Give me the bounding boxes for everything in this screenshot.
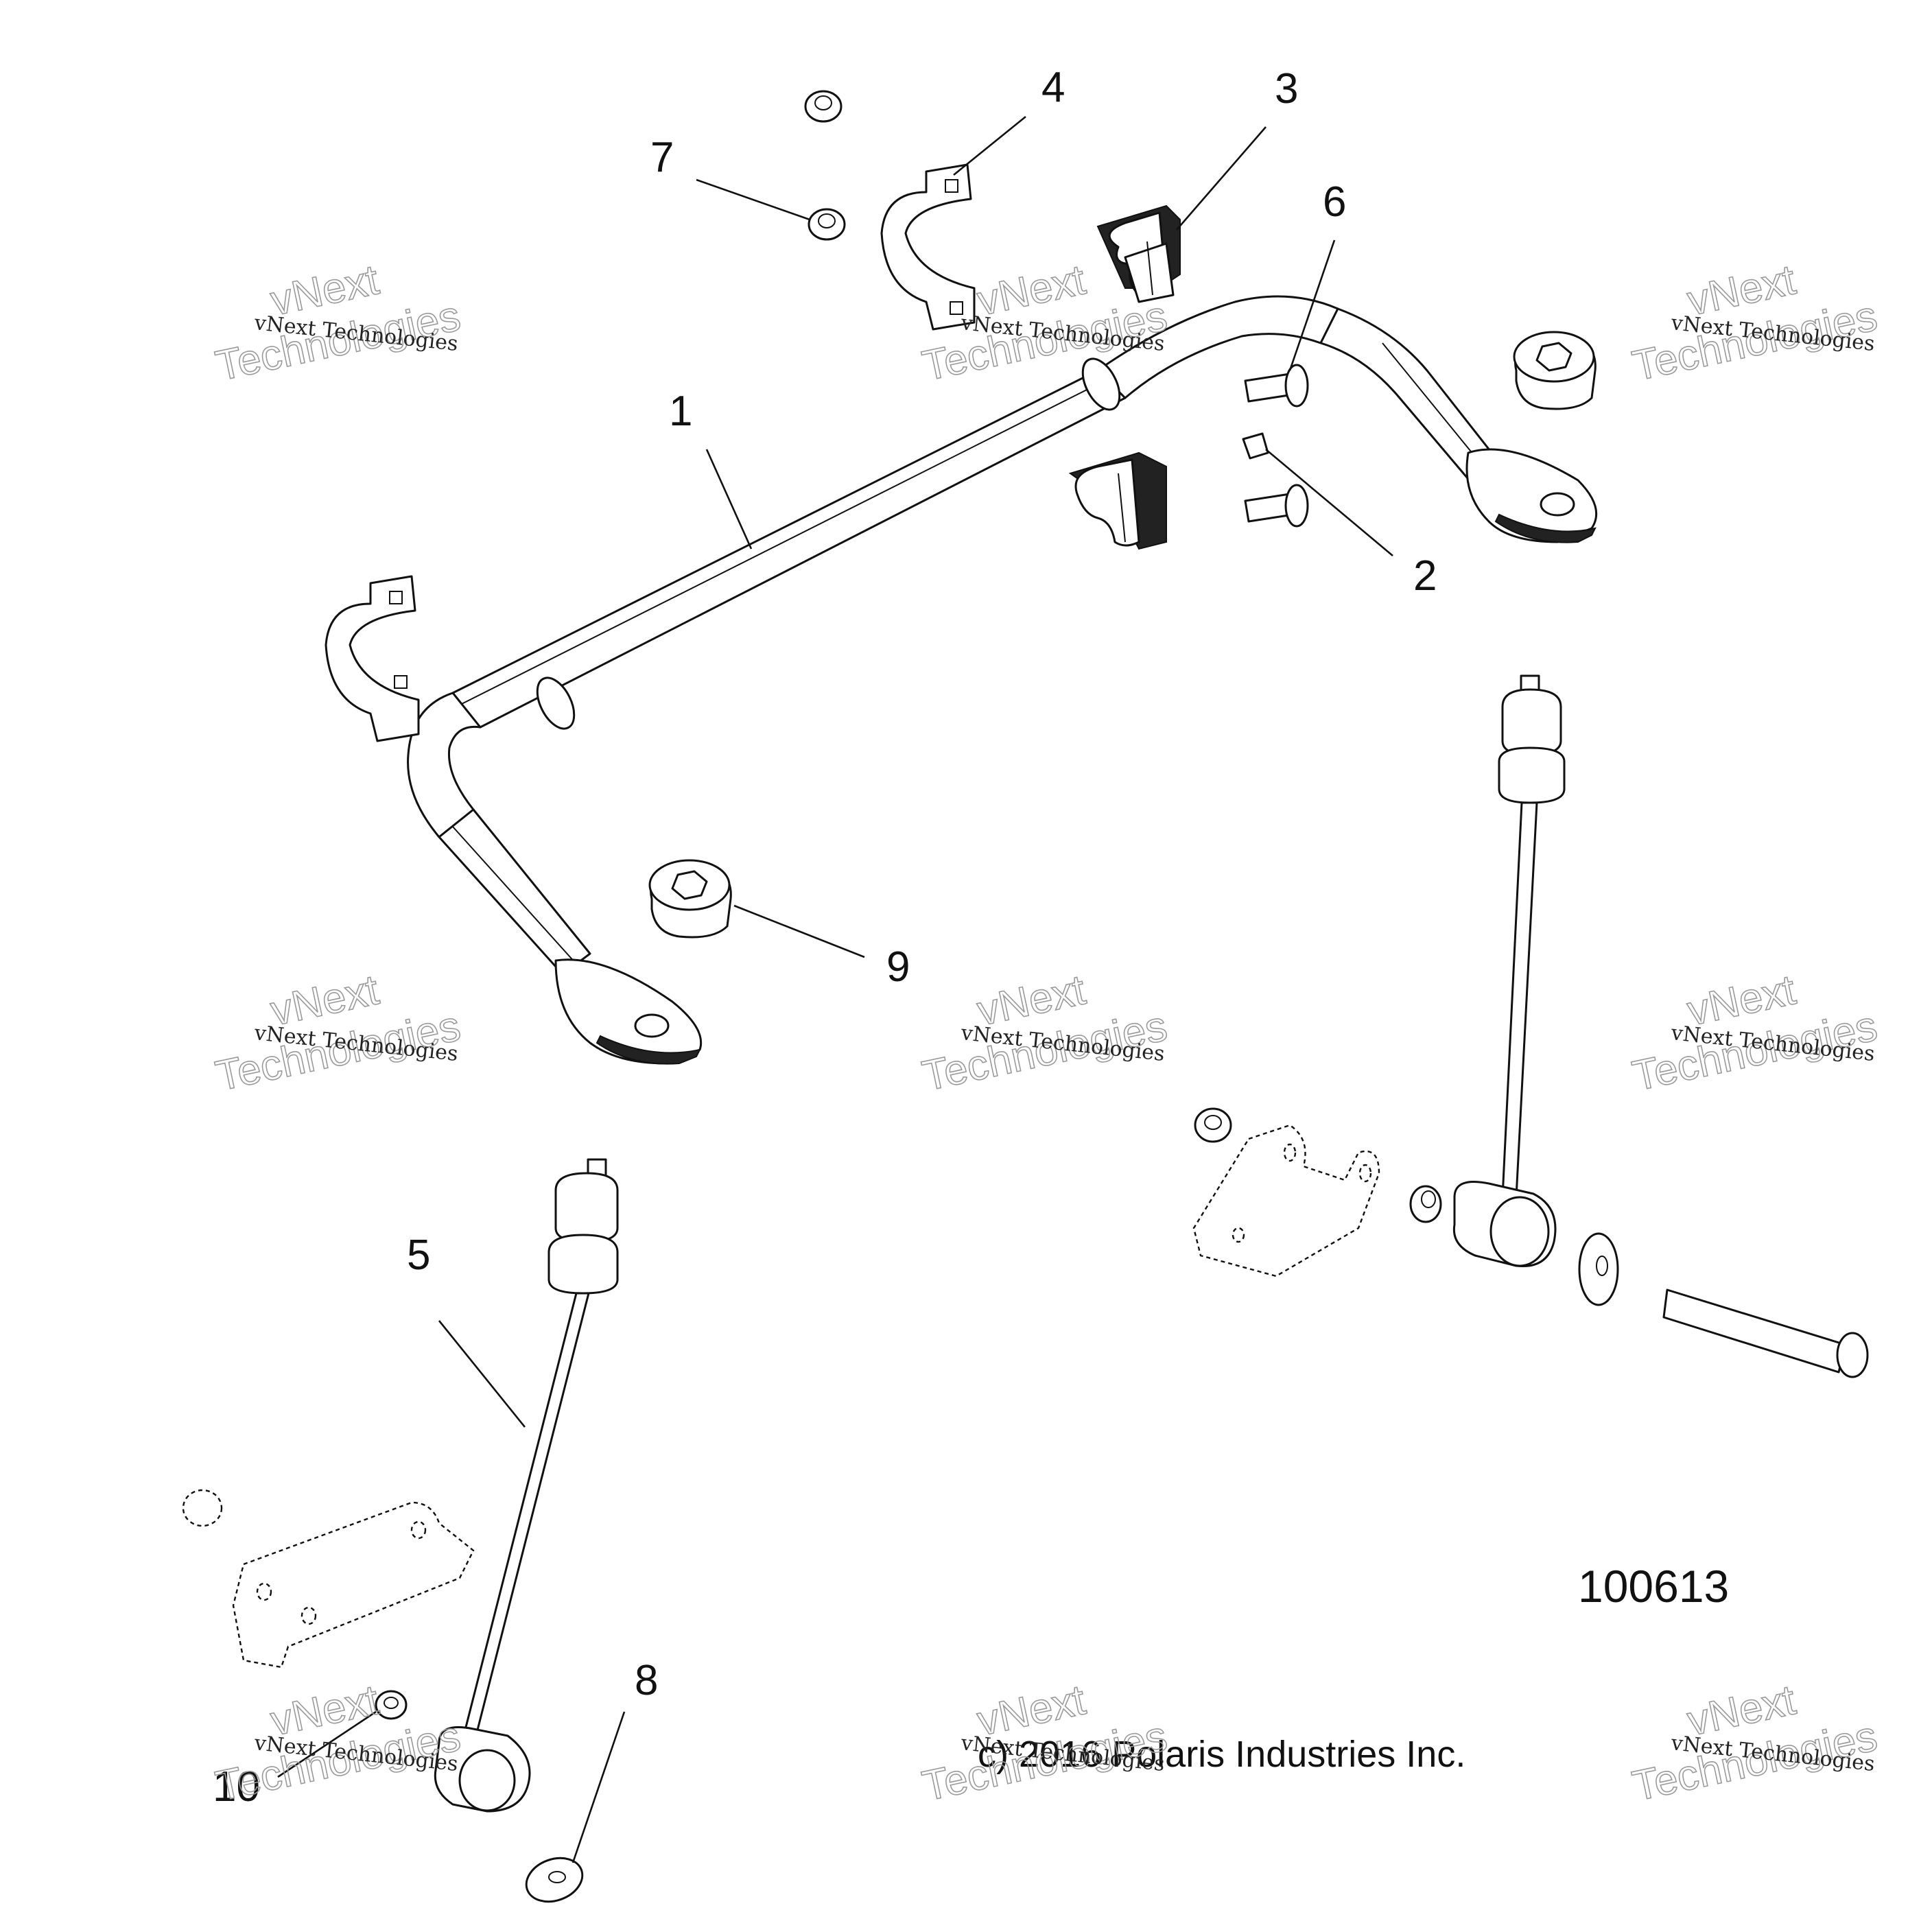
watermark: vNext Technologies vNext Technologies — [1628, 1675, 1882, 1811]
watermark: vNext Technologies vNext Technologies — [211, 965, 465, 1100]
figure-number: 100613 — [1578, 1561, 1729, 1612]
nut-middle — [808, 208, 846, 241]
watermark: vNext Technologies vNext Technologies — [918, 1675, 1172, 1811]
link-left — [434, 1158, 619, 1813]
callout-7: 7 — [650, 134, 674, 181]
watermark: vNext Technologies vNext Technologies — [1628, 965, 1882, 1100]
nut-part-10 — [375, 1690, 408, 1720]
nut-upper — [804, 90, 843, 123]
callout-9: 9 — [886, 943, 910, 991]
spacer-right — [1409, 1185, 1442, 1223]
callout-1: 1 — [669, 388, 692, 435]
callout-labels: 1 2 3 4 5 6 7 8 9 10 — [213, 64, 1437, 1811]
bracket-left-dashed — [232, 1501, 475, 1669]
bolt-long-right — [1662, 1288, 1869, 1378]
cap-left — [648, 859, 732, 939]
callout-8: 8 — [635, 1657, 658, 1704]
watermark: vNext Technologies vNext Technologies — [918, 965, 1172, 1100]
watermark: vNext Technologies vNext Technologies — [211, 255, 465, 390]
bushing-lower — [1068, 451, 1167, 550]
callout-10: 10 — [213, 1763, 260, 1811]
link-right — [1452, 674, 1566, 1268]
callout-2: 2 — [1413, 552, 1437, 600]
bushing-upper — [1096, 204, 1181, 303]
clamp-lower — [325, 575, 420, 742]
copyright-text: c) 2016 Polaris Industries Inc. — [978, 1734, 1465, 1775]
callout-6: 6 — [1323, 178, 1346, 226]
cap-right — [1513, 331, 1597, 410]
callout-5: 5 — [407, 1232, 430, 1279]
stabilizer-bar — [407, 295, 1598, 1065]
bolt-lower — [1244, 484, 1309, 528]
watermark: vNext Technologies vNext Technologies — [211, 1675, 465, 1811]
leader-lines — [277, 115, 1393, 1863]
callout-3: 3 — [1275, 65, 1298, 113]
nut-right-bracket — [1194, 1107, 1232, 1143]
washer-right — [1578, 1232, 1619, 1306]
bracket-right-dashed — [1192, 1124, 1380, 1277]
grease-fitting — [1242, 432, 1269, 460]
washer-left — [525, 1857, 584, 1903]
callout-4: 4 — [1041, 64, 1065, 111]
bolt-upper — [1244, 364, 1309, 408]
clamp-upper — [880, 163, 976, 331]
watermark: vNext Technologies vNext Technologies — [1628, 255, 1882, 390]
nut-dashed-left — [182, 1489, 223, 1527]
